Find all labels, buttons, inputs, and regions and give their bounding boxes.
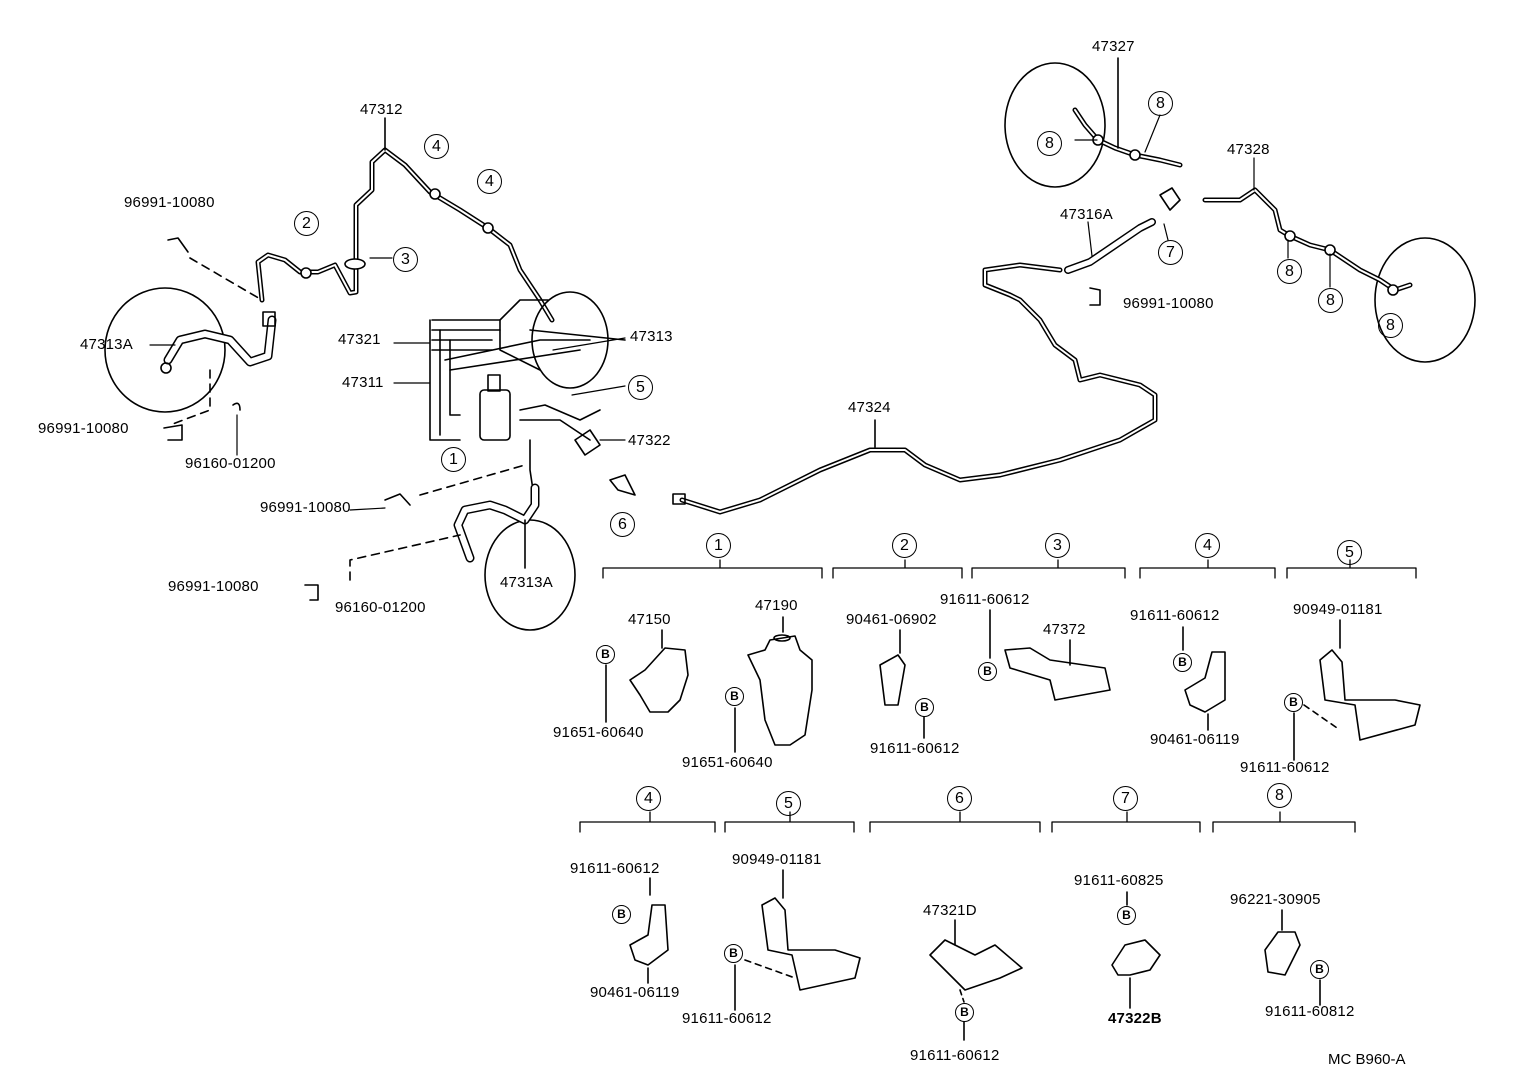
label-47313: 47313 bbox=[630, 328, 673, 345]
label-47312: 47312 bbox=[360, 101, 403, 118]
bolt-marker-8: B bbox=[1310, 960, 1329, 979]
label-47150: 47150 bbox=[628, 611, 671, 628]
line-47324 bbox=[672, 262, 1158, 515]
label-91611-60812: 91611-60812 bbox=[1265, 1003, 1355, 1020]
diagram-code: MC B960-A bbox=[1328, 1051, 1406, 1068]
label-47328: 47328 bbox=[1227, 141, 1270, 158]
callout-5-main: 5 bbox=[628, 375, 653, 400]
leader-lines bbox=[149, 114, 1331, 511]
detail-header-4-top: 4 bbox=[1195, 533, 1220, 558]
label-47327: 47327 bbox=[1092, 38, 1135, 55]
detail-header-6: 6 bbox=[947, 786, 972, 811]
label-47372: 47372 bbox=[1043, 621, 1086, 638]
callout-8c-main: 8 bbox=[1277, 259, 1302, 284]
rear-left-brake-drum bbox=[1004, 57, 1183, 188]
callout-4a-main: 4 bbox=[424, 134, 449, 159]
callout-8e-main: 8 bbox=[1378, 313, 1403, 338]
label-91611-60612-d2: 91611-60612 bbox=[870, 740, 960, 757]
detail-parts-bottom bbox=[629, 869, 1321, 1041]
callout-7-main: 7 bbox=[1158, 240, 1183, 265]
label-91611-60612-d4b: 91611-60612 bbox=[570, 860, 660, 877]
label-96991-10080-a: 96991-10080 bbox=[124, 194, 215, 211]
rear-right-brake-drum bbox=[1202, 187, 1476, 363]
label-47316A: 47316A bbox=[1060, 206, 1113, 223]
callout-8a-main: 8 bbox=[1037, 131, 1062, 156]
label-90949-01181-top: 90949-01181 bbox=[1293, 601, 1383, 618]
label-47313A-left: 47313A bbox=[80, 336, 133, 353]
callout-8b-main: 8 bbox=[1148, 91, 1173, 116]
callout-1-main: 1 bbox=[441, 447, 466, 472]
bolt-marker-7: B bbox=[1117, 906, 1136, 925]
hose-47316A bbox=[1064, 187, 1181, 274]
label-96991-10080-b: 96991-10080 bbox=[38, 420, 129, 437]
label-47311: 47311 bbox=[342, 374, 384, 391]
detail-header-1: 1 bbox=[706, 533, 731, 558]
label-91611-60612-d5t: 91611-60612 bbox=[1240, 759, 1330, 776]
detail-header-5-top: 5 bbox=[1337, 540, 1362, 565]
label-90461-06902: 90461-06902 bbox=[846, 611, 937, 628]
label-47324: 47324 bbox=[848, 399, 891, 416]
label-90461-06119-top: 90461-06119 bbox=[1150, 731, 1240, 748]
master-cylinder-assembly bbox=[429, 291, 626, 491]
bolt-marker-4-bottom: B bbox=[612, 905, 631, 924]
detail-header-8: 8 bbox=[1267, 783, 1292, 808]
label-91611-60825: 91611-60825 bbox=[1074, 872, 1164, 889]
callout-8d-main: 8 bbox=[1318, 288, 1343, 313]
label-47321: 47321 bbox=[338, 331, 381, 348]
callout-4b-main: 4 bbox=[477, 169, 502, 194]
callout-3-main: 3 bbox=[393, 247, 418, 272]
label-96991-10080-c: 96991-10080 bbox=[260, 499, 351, 516]
callout-6-main: 6 bbox=[610, 512, 635, 537]
label-96221-30905: 96221-30905 bbox=[1230, 891, 1321, 908]
label-96160-01200-a: 96160-01200 bbox=[185, 455, 276, 472]
bolt-marker-5-bottom: B bbox=[724, 944, 743, 963]
bolt-marker-1a: B bbox=[596, 645, 615, 664]
label-47321D: 47321D bbox=[923, 902, 977, 919]
label-96991-10080-e: 96991-10080 bbox=[1123, 295, 1214, 312]
detail-parts-top bbox=[605, 609, 1421, 761]
label-47190: 47190 bbox=[755, 597, 798, 614]
detail-header-5-bottom: 5 bbox=[776, 791, 801, 816]
bolt-marker-6: B bbox=[955, 1003, 974, 1022]
label-96160-01200-b: 96160-01200 bbox=[335, 599, 426, 616]
label-91651-60640-b: 91651-60640 bbox=[682, 754, 773, 771]
line-47312 bbox=[255, 117, 555, 323]
front-right-brake-disc bbox=[453, 483, 576, 631]
label-90949-01181-bottom: 90949-01181 bbox=[732, 851, 822, 868]
label-90461-06119-bottom: 90461-06119 bbox=[590, 984, 680, 1001]
detail-header-4-bottom: 4 bbox=[636, 786, 661, 811]
bolt-marker-3: B bbox=[978, 662, 997, 681]
label-91611-60612-d4t: 91611-60612 bbox=[1130, 607, 1220, 624]
label-91651-60640-a: 91651-60640 bbox=[553, 724, 644, 741]
detail-header-7: 7 bbox=[1113, 786, 1138, 811]
bolt-marker-4-top: B bbox=[1173, 653, 1192, 672]
label-91611-60612-d3: 91611-60612 bbox=[940, 591, 1030, 608]
detail-header-2: 2 bbox=[892, 533, 917, 558]
clips-and-guides bbox=[163, 237, 1101, 601]
callout-2-main: 2 bbox=[294, 211, 319, 236]
label-47322: 47322 bbox=[628, 432, 671, 449]
detail-brackets-bottom bbox=[579, 811, 1356, 833]
label-47322B: 47322B bbox=[1108, 1010, 1162, 1027]
detail-header-3: 3 bbox=[1045, 533, 1070, 558]
detail-brackets-top bbox=[602, 559, 1417, 579]
label-96991-10080-d: 96991-10080 bbox=[168, 578, 259, 595]
bolt-marker-1b: B bbox=[725, 687, 744, 706]
label-91611-60612-d5b: 91611-60612 bbox=[682, 1010, 772, 1027]
bolt-marker-5-top: B bbox=[1284, 693, 1303, 712]
label-91611-60612-d6: 91611-60612 bbox=[910, 1047, 1000, 1064]
front-left-brake-disc bbox=[104, 287, 277, 413]
bolt-marker-2: B bbox=[915, 698, 934, 717]
label-47313A-bottom: 47313A bbox=[500, 574, 553, 591]
